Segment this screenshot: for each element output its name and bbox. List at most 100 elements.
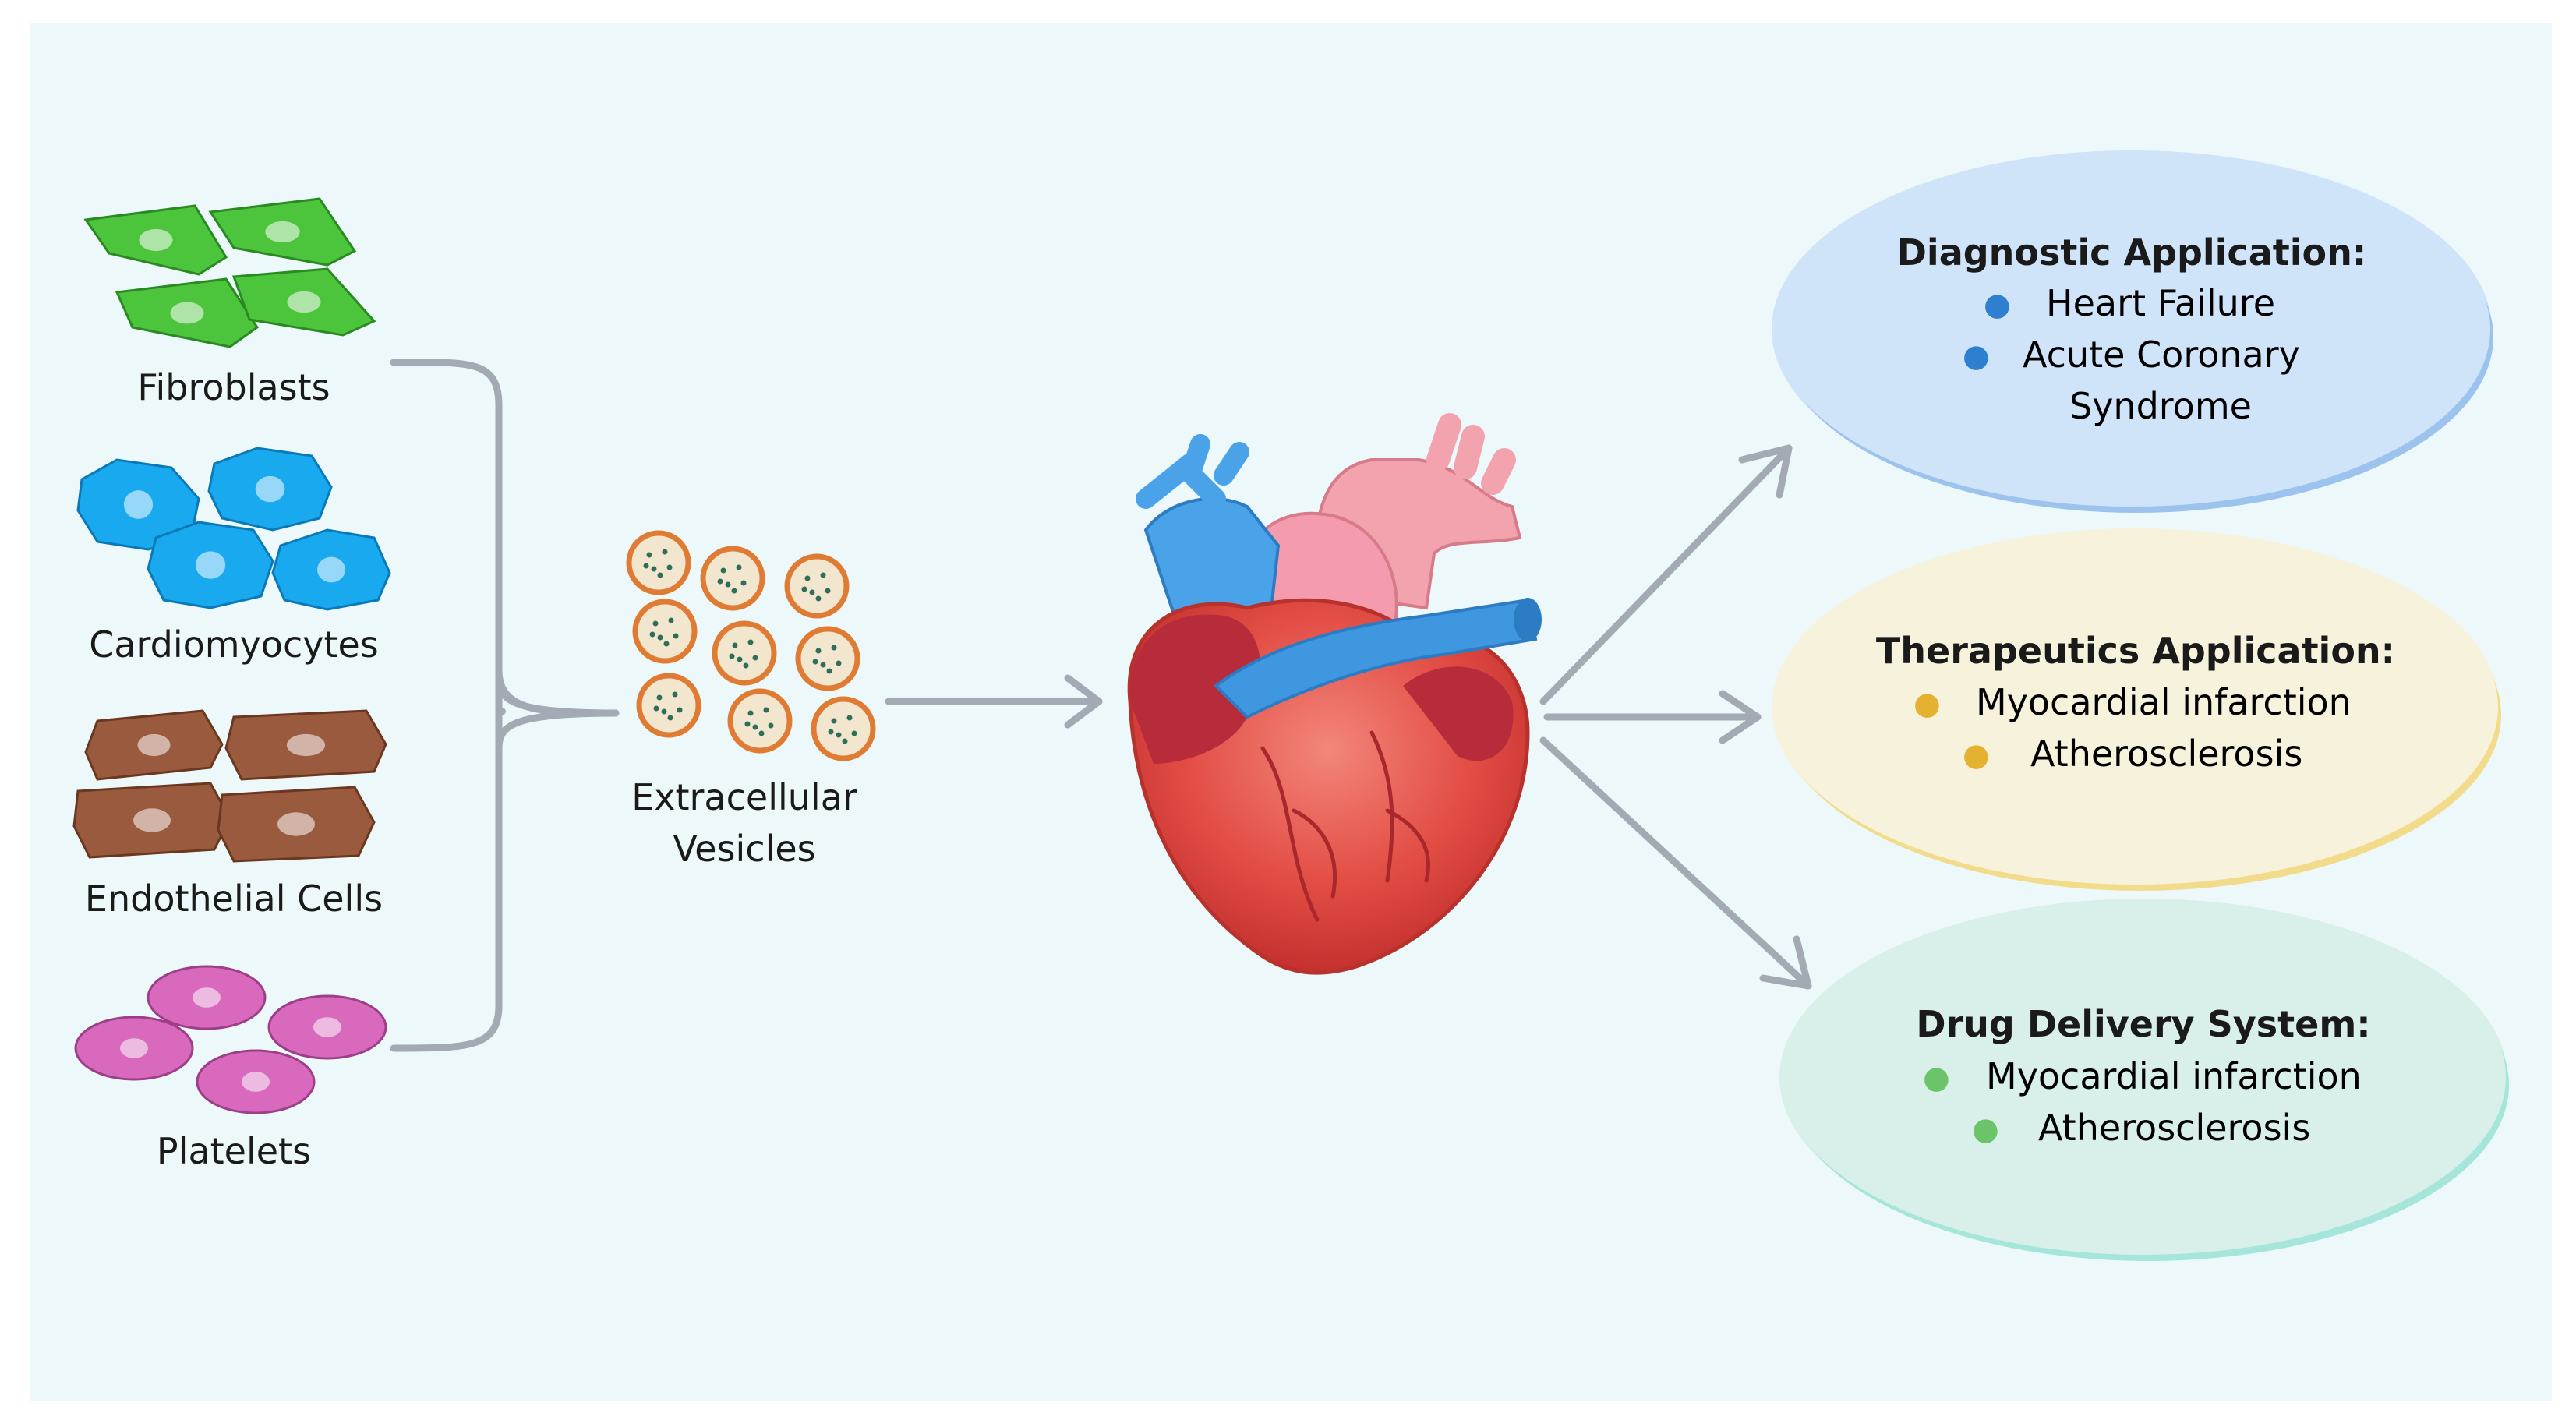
vesicle-cargo-dot [820,572,826,578]
drug-delivery-oval [1781,900,2506,1255]
vesicle-cargo-dot [672,691,678,698]
vesicle-cargo-dot [743,662,749,669]
diagnostic-item-2: Acute Coronary [2023,334,2300,376]
vesicle-cargo-dot [747,639,754,645]
cell-nucleus [255,475,285,503]
vesicle-cargo-dot [846,715,853,721]
vesicle-cargo-dot [752,724,758,730]
extracellular-vesicles-icon [626,530,876,761]
vesicle-cargo-dot [812,659,818,665]
fibroblast-cells-icon [83,197,376,348]
vesicle-cargo-dot [646,552,652,558]
vesicle [811,696,876,761]
bracket-tip [495,674,620,752]
diagnostic-item-1: Heart Failure [2046,282,2275,324]
vesicle-cargo-dot [736,564,742,570]
vesicle-cargo-dot [673,633,679,639]
cell-nucleus [123,490,154,519]
cell-nucleus [120,1038,148,1058]
vesicle-cargo-dot [717,578,723,585]
cell-nucleus [195,551,226,579]
vesicle-cargo-dot [752,655,758,661]
vesicle-cargo-dot [747,710,754,716]
vesicle-cargo-dot [763,707,769,713]
vesicle [632,599,698,664]
vesicle-cargo-dot [744,721,751,727]
sources-bracket [390,359,620,1052]
drug-delivery-title: Drug Delivery System: [1916,1003,2371,1045]
ev-label-line-2: Vesicles [673,828,816,870]
vesicle [727,688,793,754]
ev-label-line-1: Extracellular [631,776,857,818]
vesicle-cargo-dot [653,705,659,712]
vesicle-cargo-dot [801,586,807,592]
drug-delivery-item-1: Myocardial infarction [1986,1055,2362,1097]
vesicle-cargo-dot [737,656,743,662]
vesicle-cargo-dot [836,660,842,666]
cell-nucleus [137,733,171,757]
vesicle-cargo-dot [652,620,659,627]
cell-nucleus [242,1072,270,1092]
vesicle-cargo-dot [804,575,811,581]
vesicle [626,530,691,595]
vesicle-cargo-dot [758,730,765,736]
vesicle-cargo-dot [666,564,673,570]
vesicle-cargo-dot [720,567,726,574]
cell-nucleus [313,1017,341,1037]
vesicle-cargo-dot [842,738,848,744]
vesicle-cargo-dot [828,729,834,735]
vesicle-cargo-dot [820,662,826,668]
vesicle-cargo-dot [831,718,837,724]
endothelial-cells-label: Endothelial Cells [84,878,383,920]
fibroblasts-label: Fibroblasts [137,366,330,408]
vesicle-cargo-dot [851,730,857,736]
vesicle-cargo-dot [643,563,649,569]
cell-nucleus [170,302,204,324]
vesicle-cargo-dot [668,617,674,623]
platelets-label: Platelets [156,1130,312,1172]
vesicle-cargo-dot [731,588,737,594]
cell-nucleus [265,221,300,243]
vesicle-cargo-dot [729,653,735,659]
bullet-icon: ● [1984,287,2011,323]
cell-nucleus [277,812,315,836]
bullet-icon: ● [1913,686,1941,722]
vesicle-cargo-dot [662,549,668,555]
vesicle [700,546,765,611]
bullet-icon: ● [1963,737,1990,773]
vesicle-cargo-dot [740,580,747,586]
bullet-icon: ● [1972,1111,1999,1147]
vesicle-cargo-dot [725,581,731,588]
diagnostic-item-2-cont: Syndrome [2069,385,2252,427]
cell-nucleus [193,987,221,1008]
cell-nucleus [286,733,326,757]
drug-delivery-item-2: Atherosclerosis [2038,1107,2311,1149]
vesicle [784,553,850,619]
therapeutics-application-oval [1773,530,2498,885]
cardiomyocyte-cells-icon [76,447,391,611]
cell-nucleus [317,556,345,583]
vesicle-cargo-dot [656,694,663,701]
vesicle-cargo-dot [657,634,663,641]
arrows-to-applications [1539,444,1812,990]
vesicle-cargo-dot [661,708,667,715]
therapeutics-item-1: Myocardial infarction [1976,681,2352,723]
bullet-icon: ● [1923,1060,1950,1096]
vesicle-cargo-dot [768,722,774,729]
vesicle-cargo-dot [809,589,815,595]
therapeutics-title: Therapeutics Application: [1875,630,2396,672]
heart-icon [1127,413,1542,975]
diagnostic-application-oval [1773,152,2490,507]
vesicle-cargo-dot [815,595,822,602]
therapeutics-item-2: Atherosclerosis [2030,733,2303,775]
endothelial-cells-icon [72,709,387,863]
vesicle-cargo-dot [663,641,670,647]
platelet-cells-icon [74,965,387,1114]
vesicle-cargo-dot [825,588,831,594]
vesicle-cargo-dot [836,732,842,738]
extracellular-vesicles-label: Extracellular Vesicles [581,772,908,874]
cell-nucleus [287,291,321,313]
vesicle-cargo-dot [826,668,832,674]
vesicle-cargo-dot [649,631,655,638]
